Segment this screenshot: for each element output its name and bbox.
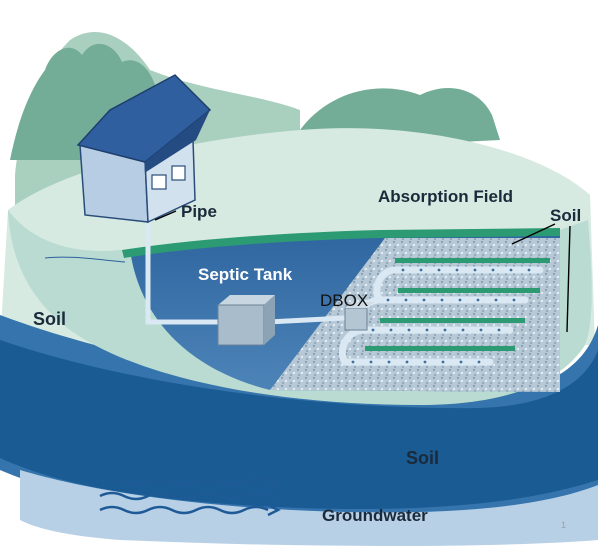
soil-depth-line <box>566 225 571 333</box>
soil-leader-line <box>511 223 556 245</box>
septic-tank-top <box>218 295 275 305</box>
house-window-2 <box>171 165 186 181</box>
soil-stratum-dark <box>0 340 598 510</box>
distribution-box-top <box>345 302 374 308</box>
grass-edge <box>122 228 560 258</box>
house-window-1 <box>151 174 167 190</box>
groundwater-flow-arrowhead-1 <box>267 475 281 489</box>
dbox-label: DBOX <box>320 291 369 310</box>
absorption-field-label: Absorption Field <box>378 187 514 206</box>
soil-label-bottom: Soil <box>406 448 440 468</box>
groundwater-flow-arrowhead-3 <box>267 503 281 517</box>
pipe-label: Pipe <box>181 202 217 221</box>
page-number: 1 <box>561 520 567 530</box>
inlet-pipe <box>145 222 218 325</box>
groundwater-flow-wave-3 <box>99 505 269 515</box>
grass-strip-3 <box>380 318 525 323</box>
distribution-box <box>344 307 368 331</box>
ground-line <box>44 256 126 263</box>
septic-tank <box>217 304 265 346</box>
grass-strip-1 <box>395 258 550 263</box>
groundwater-layer <box>20 470 598 546</box>
septic-tank-side <box>264 295 275 345</box>
grass-strip-2 <box>398 288 540 293</box>
groundwater-label: Groundwater <box>322 506 428 525</box>
groundwater-flow-wave-1 <box>99 477 269 487</box>
soil-label-left: Soil <box>33 309 67 329</box>
house-roof-edge <box>145 110 210 172</box>
pipe-leader-line <box>154 210 177 221</box>
tank-outlet-pipe <box>267 315 346 325</box>
grass-strip-4 <box>365 346 515 351</box>
septic-tank-label: Septic Tank <box>198 265 293 284</box>
groundwater-flow-arrowhead-2 <box>267 489 281 503</box>
soil-label-right: Soil <box>550 206 582 225</box>
groundwater-flow-wave-2 <box>99 491 269 501</box>
house-roof <box>76 74 212 163</box>
